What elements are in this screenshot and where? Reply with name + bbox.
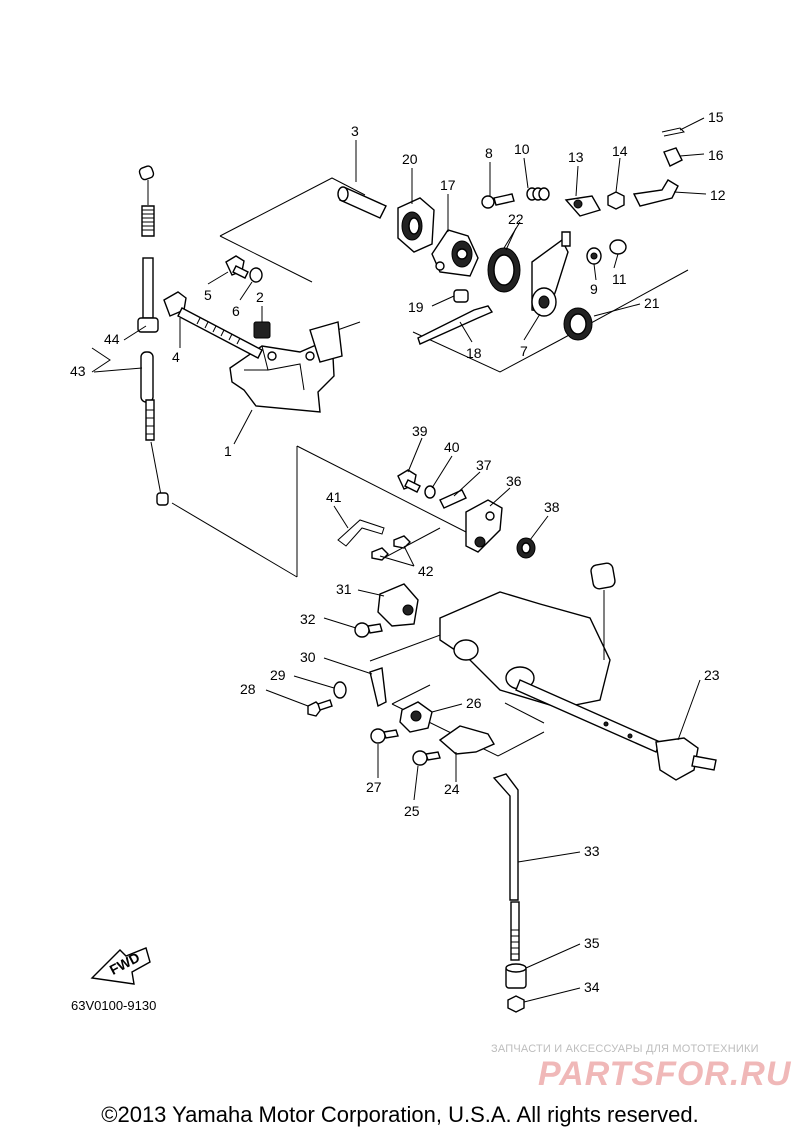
sleeve-part-3 xyxy=(337,186,387,219)
part-label-25: 25 xyxy=(404,803,420,819)
part-label-17: 17 xyxy=(440,177,456,193)
adjuster-part-35 xyxy=(505,963,527,989)
part-label-5: 5 xyxy=(204,287,212,303)
bushing-part-9 xyxy=(586,247,602,265)
clip-part-15 xyxy=(661,127,686,137)
bracket-part-31 xyxy=(377,583,419,627)
part-label-3: 3 xyxy=(351,123,359,139)
cam-part-17 xyxy=(431,229,479,277)
pipe-part-12 xyxy=(632,179,679,207)
joint-part-42 xyxy=(371,535,411,561)
bolt-part-5 xyxy=(225,255,249,279)
part-label-2: 2 xyxy=(256,289,264,305)
part-label-29: 29 xyxy=(270,667,286,683)
part-label-36: 36 xyxy=(506,473,522,489)
part-label-37: 37 xyxy=(476,457,492,473)
part-label-18: 18 xyxy=(466,345,482,361)
part-label-8: 8 xyxy=(485,145,493,161)
rod-part-18 xyxy=(417,305,494,345)
threaded-rod-section xyxy=(510,901,520,961)
part-label-1: 1 xyxy=(224,443,232,459)
washer-part-40 xyxy=(424,485,436,499)
part-labels: 1 2 3 4 5 6 7 8 9 10 11 12 13 14 15 16 1… xyxy=(70,109,726,995)
part-label-42: 42 xyxy=(418,563,434,579)
lever-part-7 xyxy=(531,231,571,317)
part-label-24: 24 xyxy=(444,781,460,797)
group-outline-middle xyxy=(171,445,469,578)
part-label-4: 4 xyxy=(172,349,180,365)
spring-part-22 xyxy=(487,221,521,293)
part-label-21: 21 xyxy=(644,295,660,311)
plate-part-30 xyxy=(369,667,387,708)
part-label-39: 39 xyxy=(412,423,428,439)
nut-part-34 xyxy=(507,995,525,1013)
spring-part-21 xyxy=(563,307,593,341)
bolt-part-25 xyxy=(412,750,441,766)
screw-part-8 xyxy=(481,193,515,209)
part-label-40: 40 xyxy=(444,439,460,455)
bolt-part-27 xyxy=(370,728,399,744)
part-label-34: 34 xyxy=(584,979,600,995)
bracket-part-1 xyxy=(229,321,343,413)
bolt-part-39 xyxy=(397,469,421,493)
part-label-26: 26 xyxy=(466,695,482,711)
shift-lever-part-23 xyxy=(515,679,717,781)
washer-part-6 xyxy=(249,267,263,283)
part-label-11: 11 xyxy=(612,271,627,287)
part-label-23: 23 xyxy=(704,667,720,683)
part-label-9: 9 xyxy=(590,281,598,297)
fwd-arrow-icon: FWD xyxy=(90,947,151,985)
part-label-38: 38 xyxy=(544,499,560,515)
spring-part-10 xyxy=(526,187,550,201)
part-label-44: 44 xyxy=(104,331,120,347)
spring-part-38 xyxy=(516,537,536,559)
part-label-35: 35 xyxy=(584,935,600,951)
part-label-33: 33 xyxy=(584,843,600,859)
lever-part-36 xyxy=(465,499,503,553)
part-label-7: 7 xyxy=(520,343,528,359)
part-label-12: 12 xyxy=(710,187,726,203)
part-label-30: 30 xyxy=(300,649,316,665)
watermark-logo: PARTSFOR.RU xyxy=(538,1055,792,1093)
bushing-part-11 xyxy=(609,239,627,255)
part-label-15: 15 xyxy=(708,109,724,125)
part-label-20: 20 xyxy=(402,151,418,167)
part-label-41: 41 xyxy=(326,489,342,505)
part-label-27: 27 xyxy=(366,779,382,795)
part-label-31: 31 xyxy=(336,581,352,597)
washer-part-29 xyxy=(333,681,347,699)
bolt-part-28 xyxy=(307,699,333,717)
link-part-13 xyxy=(564,195,602,217)
part-label-14: 14 xyxy=(612,143,628,159)
holder-part-26 xyxy=(399,701,433,733)
part-label-16: 16 xyxy=(708,147,724,163)
drawing-code: 63V0100-9130 xyxy=(71,998,157,1013)
throttle-cable xyxy=(137,165,169,506)
bolt-part-4 xyxy=(163,291,263,359)
leader-lines xyxy=(91,117,707,1003)
rod-part-33 xyxy=(492,773,519,901)
block-part-2 xyxy=(253,321,271,339)
copyright-notice: ©2013 Yamaha Motor Corporation, U.S.A. A… xyxy=(101,1102,699,1127)
nut-part-14 xyxy=(607,191,625,210)
clip-part-19 xyxy=(453,289,469,303)
part-label-19: 19 xyxy=(408,299,424,315)
link-part-41 xyxy=(337,519,385,547)
clip-part-16 xyxy=(663,147,683,167)
part-label-13: 13 xyxy=(568,149,584,165)
bolt-part-32 xyxy=(354,622,383,638)
cam-part-20 xyxy=(397,197,435,253)
part-label-43: 43 xyxy=(70,363,86,379)
part-label-22: 22 xyxy=(508,211,524,227)
part-label-6: 6 xyxy=(232,303,240,319)
part-label-28: 28 xyxy=(240,681,256,697)
part-label-32: 32 xyxy=(300,611,316,627)
part-label-10: 10 xyxy=(514,141,530,157)
watermark-tagline: ЗАПЧАСТИ И АКСЕССУАРЫ ДЛЯ МОТОТЕХНИКИ xyxy=(491,1043,759,1055)
pin-part-37 xyxy=(439,489,467,509)
